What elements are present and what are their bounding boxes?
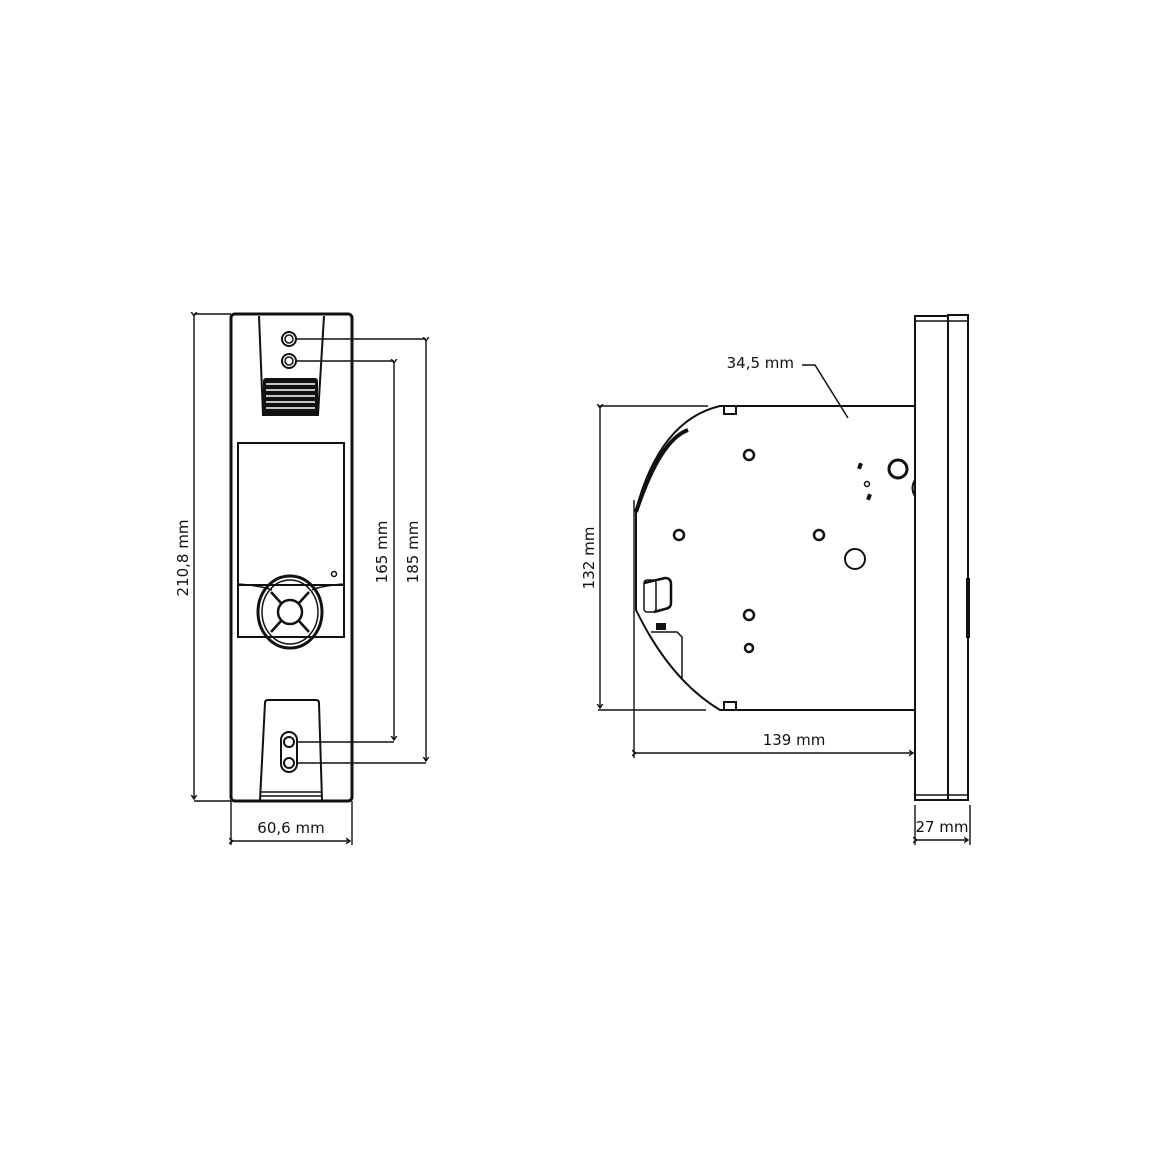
- grille-icon: [263, 378, 318, 416]
- mounting-hole-icon: [281, 331, 297, 347]
- navigation-pad-icon: [256, 574, 324, 650]
- bottom-cover: [259, 699, 323, 801]
- mounting-hole-icon: [281, 353, 297, 369]
- housing-outline: [229, 312, 354, 803]
- hole-icon: [742, 448, 756, 462]
- hole-icon: [812, 528, 826, 542]
- hole-icon: [742, 608, 756, 622]
- dimension-hole-spacing-outer: 185 mm: [404, 521, 422, 584]
- frame-back: [947, 314, 969, 801]
- control-panel: [237, 585, 345, 638]
- notch: [723, 701, 737, 711]
- latch: [656, 623, 666, 630]
- screw-hole-icon: [887, 458, 909, 480]
- dimension-frame-thickness: 27 mm: [915, 818, 968, 836]
- notch: [723, 405, 737, 415]
- led-indicator-icon: [330, 570, 338, 578]
- hole-icon: [743, 642, 755, 654]
- clip-icon: [643, 576, 673, 614]
- dimension-height-total: 210,8 mm: [174, 520, 192, 597]
- dimension-plate-height: 132 mm: [580, 527, 598, 590]
- display-screen: [237, 442, 345, 586]
- hole-large-icon: [844, 548, 866, 570]
- dimension-width: 60,6 mm: [257, 819, 324, 837]
- front-view: 210,8 mm 185 mm 165 mm 60,6 mm: [174, 314, 426, 845]
- side-view: 34,5 mm 132 mm 139 mm 27 mm: [580, 314, 971, 845]
- dimension-hole-spacing-inner: 165 mm: [373, 521, 391, 584]
- dimension-callout: 34,5 mm: [727, 354, 794, 372]
- mounting-plate: [635, 405, 915, 711]
- frame-front: [914, 315, 949, 801]
- hole-icon: [672, 528, 686, 542]
- dimension-depth: 139 mm: [763, 731, 826, 749]
- slot-hole-icon: [280, 731, 298, 773]
- side-button: [966, 578, 970, 638]
